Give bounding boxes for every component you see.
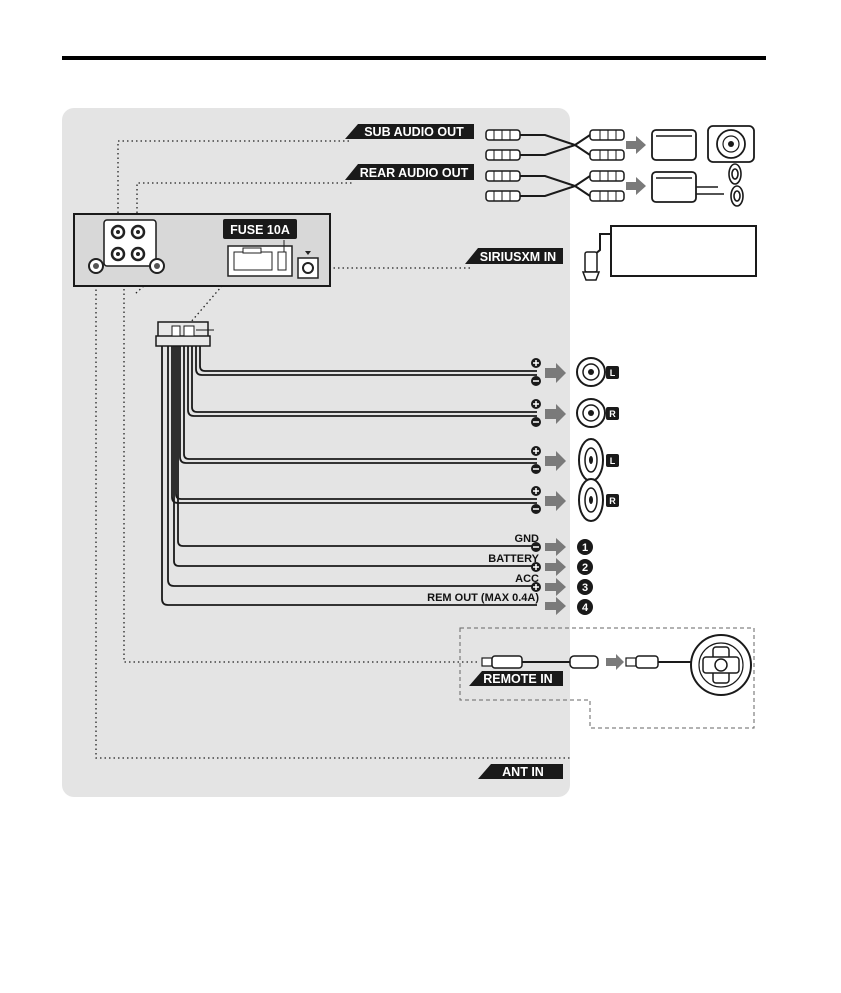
remote-cable: [482, 654, 692, 670]
rear-speaker-pair-icon: [696, 164, 743, 206]
rear-audio-out-label: REAR AUDIO OUT: [360, 166, 469, 180]
siriusxm-tuner: [583, 226, 756, 280]
speaker-badge: R: [609, 496, 616, 506]
rear-audio-out-tag: REAR AUDIO OUT: [345, 164, 474, 180]
minus-icon: [531, 504, 541, 514]
speaker-oval-left: L: [579, 439, 619, 481]
minus-icon: [531, 464, 541, 474]
plus-icon: [531, 399, 541, 409]
siriusxm-in-label: SIRIUSXM IN: [480, 250, 556, 264]
speaker-badge: L: [610, 368, 616, 378]
harness-connector: [156, 322, 214, 346]
ant-in-tag: ANT IN: [478, 764, 563, 779]
fuse-label: FUSE 10A: [230, 223, 290, 237]
plus-icon: [531, 446, 541, 456]
wire-label-battery: BATTERY: [488, 553, 539, 565]
fuse-holder: [278, 252, 286, 270]
subwoofer-icon: [708, 126, 754, 162]
power-polarity: [531, 542, 541, 592]
plus-icon: [531, 486, 541, 496]
fuse-tag: FUSE 10A: [223, 219, 297, 239]
sub-audio-out-tag: SUB AUDIO OUT: [345, 124, 474, 139]
speaker-badge: L: [610, 456, 616, 466]
wire-number: 2: [582, 562, 588, 574]
plus-icon: [531, 582, 541, 592]
wire-label-rem-out: REM OUT (MAX 0.4A): [427, 592, 539, 604]
minus-icon: [531, 376, 541, 386]
steering-remote-icon: [691, 635, 751, 695]
ant-in-label: ANT IN: [502, 765, 544, 779]
wire-number-badges: 1 2 3 4: [577, 539, 593, 615]
siriusxm-in-tag: SIRIUSXM IN: [465, 248, 563, 264]
plus-icon: [531, 562, 541, 572]
speaker-oval-right: R: [579, 479, 619, 521]
minus-icon: [531, 417, 541, 427]
rca-block: [104, 220, 156, 266]
plus-icon: [531, 358, 541, 368]
amplifier-icon: [652, 130, 696, 202]
speaker-round-left: L: [577, 358, 619, 386]
header-rule: [62, 56, 766, 60]
remote-in-label: REMOTE IN: [483, 672, 552, 686]
sub-audio-out-label: SUB AUDIO OUT: [364, 125, 464, 139]
minus-icon: [531, 542, 541, 552]
unit-panel: [62, 108, 570, 797]
wire-number: 4: [582, 602, 589, 614]
speaker-round-right: R: [577, 399, 619, 427]
wire-number: 3: [582, 582, 588, 594]
remote-in-tag: REMOTE IN: [469, 671, 563, 686]
arrow-icon: [626, 136, 646, 195]
wire-number: 1: [582, 542, 588, 554]
speaker-badge: R: [609, 409, 616, 419]
